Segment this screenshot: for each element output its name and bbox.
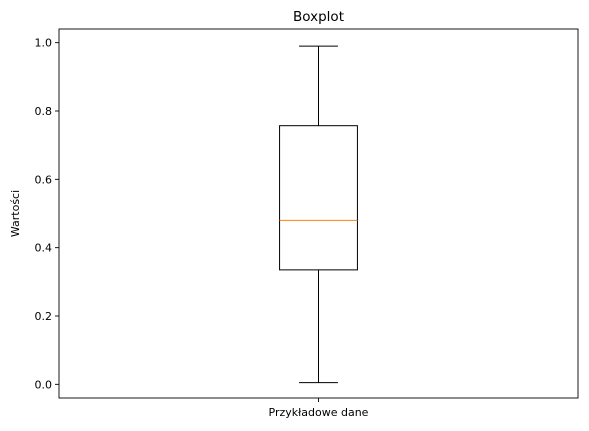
box (279, 125, 358, 271)
y-tick-label: 0.2 (35, 310, 53, 323)
chart-title: Boxplot (293, 9, 344, 25)
y-tick-label: 0.0 (35, 378, 53, 391)
y-tick-label: 0.8 (35, 105, 53, 118)
y-axis-label: Wartości (9, 190, 22, 237)
y-tick-label: 0.4 (35, 242, 53, 255)
y-tick-label: 0.6 (35, 173, 53, 186)
x-tick-label: Przykładowe dane (269, 406, 369, 419)
y-tick-label: 1.0 (35, 37, 53, 50)
